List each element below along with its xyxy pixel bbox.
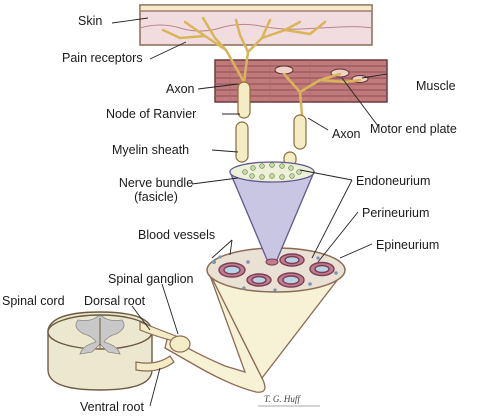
blood-vessel-dots (212, 255, 338, 292)
label-perineurium: Perineurium (362, 206, 430, 220)
label-spinal-ganglion: Spinal ganglion (108, 272, 194, 286)
label-ventral-root: Ventral root (80, 400, 144, 414)
myelinated-axons (235, 81, 307, 167)
label-node-of-ranvier: Node of Ranvier (106, 107, 197, 121)
epineurium-sheath (164, 247, 347, 393)
label-fasicle: (fasicle) (134, 190, 178, 204)
skin-layer (139, 4, 373, 46)
label-axon-sensory: Axon (166, 82, 195, 96)
label-epineurium: Epineurium (376, 238, 440, 252)
leader-lines (111, 17, 388, 407)
spinal-ganglion-body (169, 335, 191, 353)
fascicle-cross-sections (218, 253, 335, 288)
label-axon-motor: Axon (332, 127, 361, 141)
label-muscle: Muscle (416, 79, 456, 93)
spinal-roots (135, 321, 191, 372)
label-skin: Skin (78, 14, 103, 28)
label-dorsal-root: Dorsal root (84, 294, 146, 308)
label-pain-receptors: Pain receptors (62, 51, 143, 65)
pain-receptor-branches (161, 16, 327, 84)
label-motor-end-plate: Motor end plate (370, 122, 457, 136)
label-blood-vessels: Blood vessels (138, 228, 216, 242)
label-endoneurium: Endoneurium (356, 174, 431, 188)
artist-signature: T. G. Huff (264, 394, 300, 404)
label-myelin-sheath: Myelin sheath (112, 143, 190, 157)
label-nerve-bundle: Nerve bundle (118, 176, 194, 190)
label-spinal-cord: Spinal cord (2, 294, 65, 308)
spinal-cord (47, 311, 153, 391)
nerve-bundle-cone (229, 161, 315, 266)
